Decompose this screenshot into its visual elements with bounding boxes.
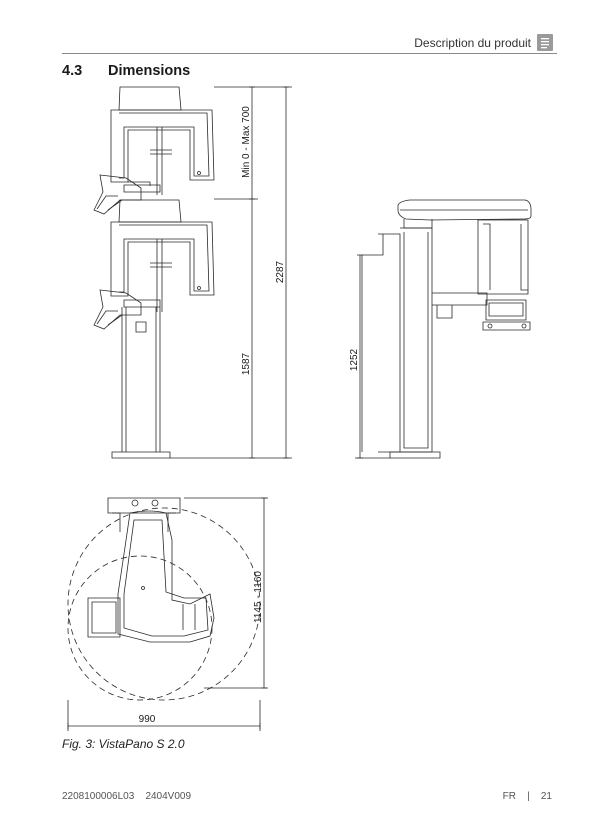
language-code: FR (502, 791, 517, 802)
dim-width: 990 (139, 714, 156, 725)
section-number: 4.3 (62, 63, 83, 79)
dim-total-height: 2287 (275, 260, 286, 283)
footer-left: 2208100006L03 2404V009 (62, 791, 191, 802)
front-dimension-lines (170, 86, 292, 459)
header-rule (62, 53, 557, 54)
document-icon (537, 34, 553, 51)
page-number: 21 (540, 791, 552, 802)
dim-height-range: Min 0 - Max 700 (241, 106, 252, 178)
top-dimension-lines (67, 497, 268, 731)
front-view-drawing (93, 86, 215, 459)
figure-caption: Fig. 3: VistaPano S 2.0 (62, 737, 185, 751)
side-view-drawing (361, 199, 532, 459)
doc-id: 2208100006L03 (62, 791, 135, 802)
footer-right: FR | 21 (503, 791, 552, 802)
dim-side-height: 1252 (349, 348, 360, 371)
footer-separator: | (527, 791, 530, 802)
dim-depth: 1145 - 1160 (253, 571, 264, 623)
top-view-drawing (67, 497, 261, 701)
header-title: Description du produit (414, 36, 531, 50)
section-title: Dimensions (108, 63, 191, 79)
doc-version: 2404V009 (145, 791, 192, 802)
side-dimension-lines (355, 254, 390, 459)
dim-base-height: 1587 (241, 352, 252, 375)
